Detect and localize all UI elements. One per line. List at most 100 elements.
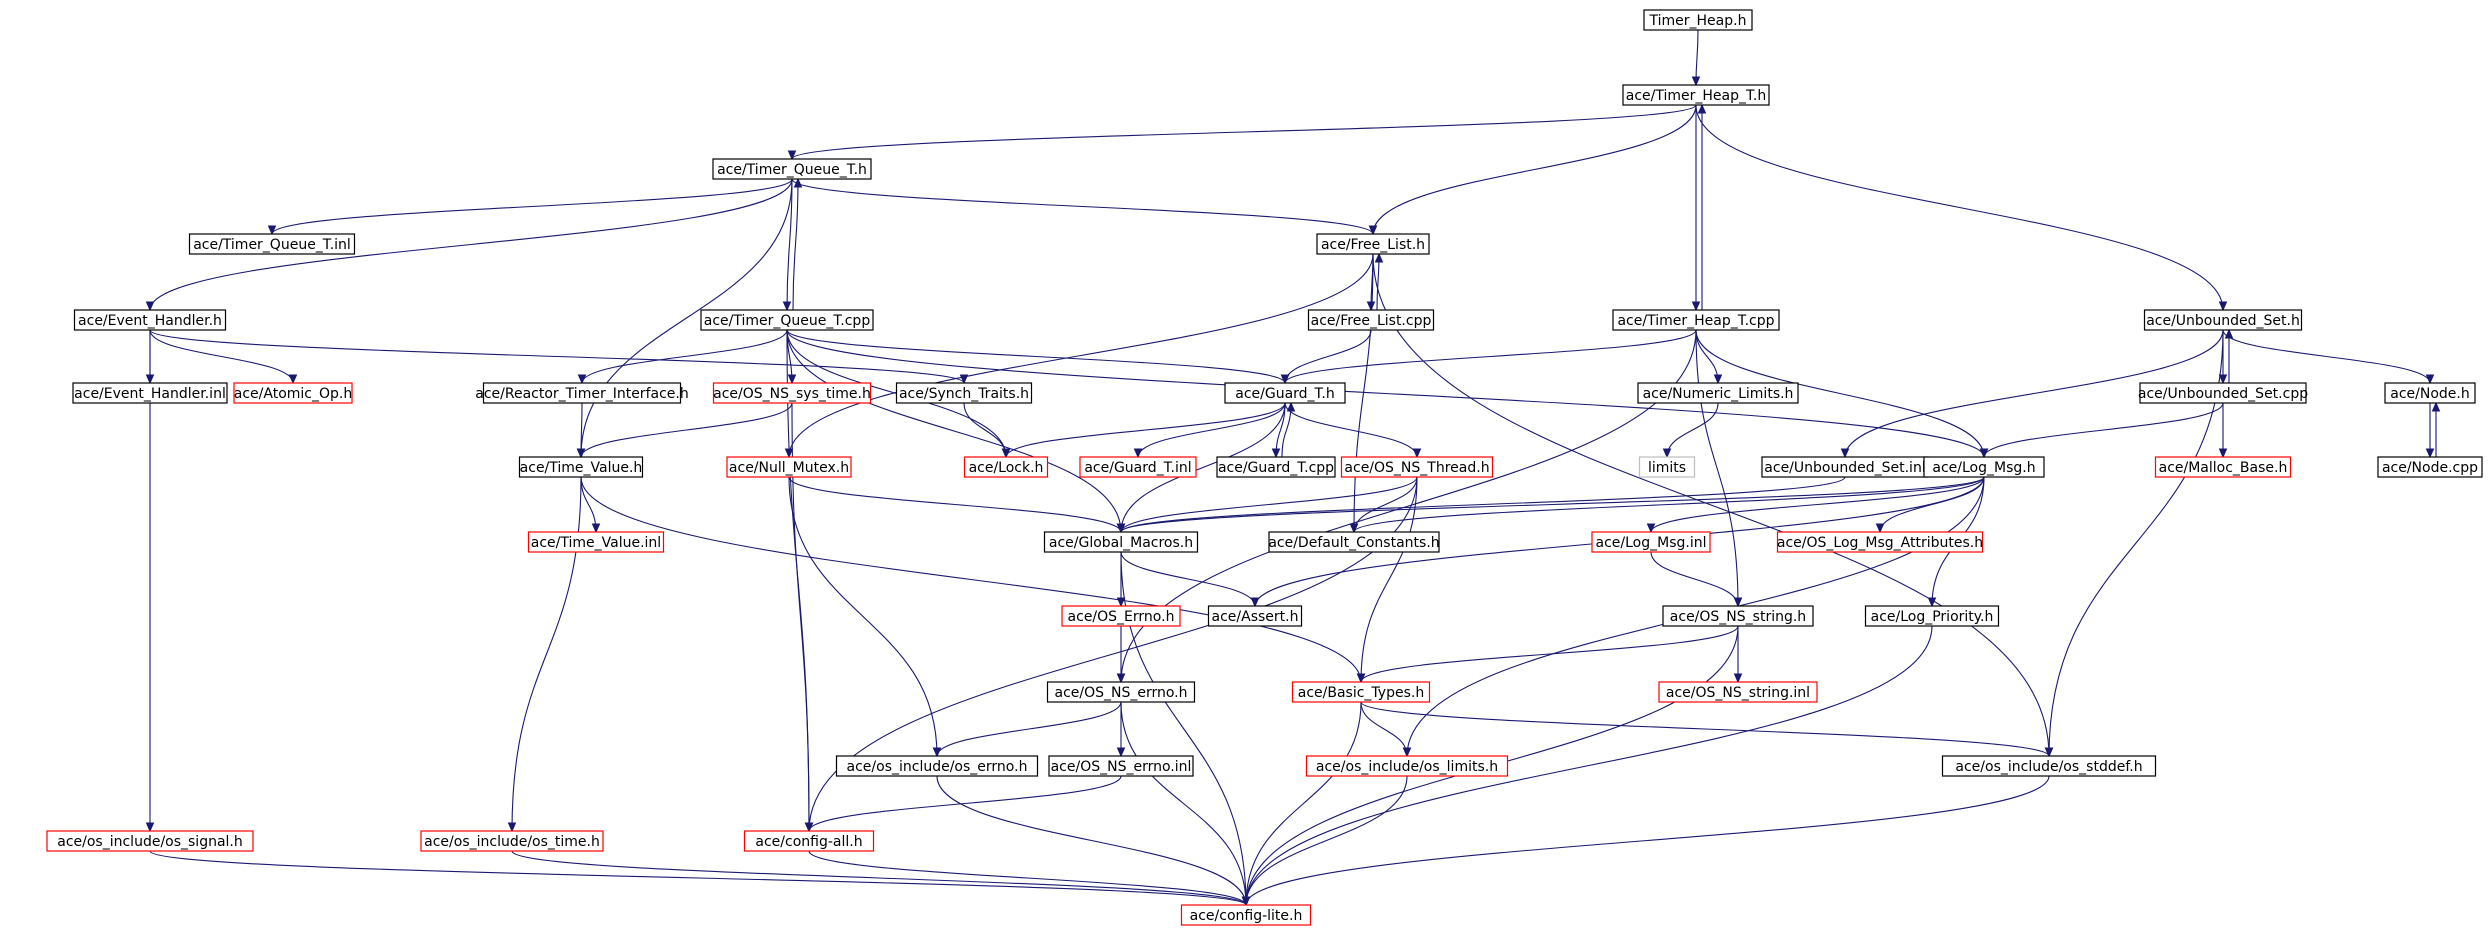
- graph-node-guard-t-cpp[interactable]: ace/Guard_T.cpp: [1216, 456, 1336, 478]
- graph-node-os-ns-string-h[interactable]: ace/OS_NS_string.h: [1662, 605, 1814, 627]
- edge-log-msg-h-to-os-log-msg-attributes-h: [1879, 476, 1985, 533]
- node-box: [1643, 9, 1753, 31]
- node-label: ace/Log_Msg.h: [1932, 460, 2035, 476]
- edge-arrowhead: [288, 374, 298, 385]
- edge-arrowhead: [1374, 252, 1384, 263]
- node-box: [1043, 531, 1199, 553]
- edge-guard-t-h-to-global-macros-h: [1120, 402, 1286, 533]
- graph-node-os-errno-h[interactable]: ace/OS_Errno.h: [1061, 605, 1181, 627]
- edge-log-msg-inl-to-os-ns-string-h: [1650, 551, 1739, 607]
- graph-node-timer-queue-t-cpp[interactable]: ace/Timer_Queue_T.cpp: [700, 309, 874, 331]
- node-label: ace/OS_NS_sys_time.h: [713, 386, 871, 402]
- node-label: ace/Malloc_Base.h: [2159, 460, 2288, 476]
- graph-node-os-ns-string-inl[interactable]: ace/OS_NS_string.inl: [1658, 681, 1818, 703]
- node-label: ace/Basic_Types.h: [1298, 685, 1424, 701]
- edge-timer-heap-t-h-to-free-list-h: [1372, 104, 1697, 235]
- graph-node-limits[interactable]: limits: [1638, 456, 1696, 478]
- graph-node-basic-types-h[interactable]: ace/Basic_Types.h: [1291, 681, 1431, 703]
- graph-node-free-list-cpp[interactable]: ace/Free_List.cpp: [1307, 309, 1435, 331]
- node-label: ace/Time_Value.inl: [531, 535, 661, 551]
- graph-node-os-ns-sys-time-h[interactable]: ace/OS_NS_sys_time.h: [712, 382, 872, 404]
- graph-node-log-msg-h[interactable]: ace/Log_Msg.h: [1923, 456, 2045, 478]
- graph-node-log-priority-h[interactable]: ace/Log_Priority.h: [1864, 605, 2000, 627]
- edge-arrowhead: [1646, 523, 1656, 534]
- graph-node-guard-t-inl[interactable]: ace/Guard_T.inl: [1079, 456, 1197, 478]
- graph-node-timer-heap-t-cpp[interactable]: ace/Timer_Heap_T.cpp: [1612, 309, 1780, 331]
- node-label: ace/Global_Macros.h: [1049, 535, 1193, 551]
- graph-node-null-mutex-h[interactable]: ace/Null_Mutex.h: [726, 456, 852, 478]
- node-label: ace/Synch_Traits.h: [899, 386, 1029, 402]
- graph-node-assert-h[interactable]: ace/Assert.h: [1207, 605, 1303, 627]
- graph-node-os-include-os-limits-h[interactable]: ace/os_include/os_limits.h: [1305, 755, 1509, 777]
- edge-arrowhead: [1697, 103, 1707, 114]
- edge-arrowhead: [1001, 448, 1011, 459]
- node-label: ace/Node.h: [2390, 386, 2469, 402]
- edge-os-ns-string-h-to-basic-types-h: [1360, 625, 1739, 683]
- edge-free-list-h-to-default-constants-h: [1353, 253, 1374, 533]
- node-box: [2143, 309, 2303, 331]
- graph-node-os-include-os-errno-h[interactable]: ace/os_include/os_errno.h: [835, 755, 1039, 777]
- graph-node-synch-traits-h[interactable]: ace/Synch_Traits.h: [895, 382, 1033, 404]
- graph-node-malloc-base-h[interactable]: ace/Malloc_Base.h: [2154, 456, 2292, 478]
- graph-node-atomic-op-h[interactable]: ace/Atomic_Op.h: [233, 382, 353, 404]
- node-label: ace/Default_Constants.h: [1268, 535, 1439, 551]
- graph-node-node-cpp[interactable]: ace/Node.cpp: [2377, 456, 2483, 478]
- graph-node-timer-heap-t-h[interactable]: ace/Timer_Heap_T.h: [1622, 84, 1770, 106]
- edge-guard-t-h-to-os-ns-thread-h: [1284, 402, 1418, 458]
- graph-node-os-include-os-stddef-h[interactable]: ace/os_include/os_stddef.h: [1941, 755, 2157, 777]
- node-label: ace/Guard_T.h: [1235, 386, 1335, 402]
- edge-arrowhead: [1250, 597, 1260, 608]
- edge-guard-t-h-to-lock-h: [1005, 402, 1286, 458]
- graph-node-unbounded-set-cpp[interactable]: ace/Unbounded_Set.cpp: [2138, 382, 2308, 404]
- edge-global-macros-h-to-assert-h: [1120, 551, 1256, 607]
- graph-node-timer-heap-h[interactable]: Timer_Heap.h: [1643, 9, 1753, 31]
- graph-node-config-all-h[interactable]: ace/config-all.h: [743, 830, 875, 852]
- node-box: [1662, 605, 1814, 627]
- graph-node-event-handler-inl[interactable]: ace/Event_Handler.inl: [72, 382, 228, 404]
- edge-timer-heap-t-cpp-to-os-ns-errno-h: [1120, 329, 1697, 683]
- graph-node-unbounded-set-inl[interactable]: ace/Unbounded_Set.inl: [1761, 456, 1929, 478]
- graph-node-free-list-h[interactable]: ace/Free_List.h: [1316, 233, 1430, 255]
- edge-null-mutex-h-to-global-macros-h: [788, 476, 1122, 533]
- graph-node-timer-queue-t-inl[interactable]: ace/Timer_Queue_T.inl: [188, 233, 356, 255]
- graph-node-os-log-msg-attributes-h[interactable]: ace/OS_Log_Msg_Attributes.h: [1777, 531, 1983, 553]
- graph-node-global-macros-h[interactable]: ace/Global_Macros.h: [1043, 531, 1199, 553]
- node-label: ace/Timer_Queue_T.inl: [193, 237, 351, 253]
- node-box: [1216, 456, 1336, 478]
- node-label: ace/Guard_T.inl: [1084, 460, 1191, 476]
- node-label: ace/os_include/os_signal.h: [57, 834, 243, 850]
- node-box: [1305, 755, 1509, 777]
- edge-os-ns-errno-h-to-config-lite-h: [1120, 701, 1247, 906]
- graph-node-time-value-h[interactable]: ace/Time_Value.h: [518, 456, 644, 478]
- graph-node-os-ns-thread-h[interactable]: ace/OS_NS_Thread.h: [1340, 456, 1494, 478]
- edge-arrowhead: [1412, 448, 1422, 459]
- graph-node-event-handler-h[interactable]: ace/Event_Handler.h: [73, 309, 227, 331]
- graph-node-log-msg-inl[interactable]: ace/Log_Msg.inl: [1591, 531, 1711, 553]
- node-label: ace/Reactor_Timer_Interface.h: [475, 386, 688, 402]
- edge-arrowhead: [576, 448, 586, 459]
- graph-node-default-constants-h[interactable]: ace/Default_Constants.h: [1268, 531, 1440, 553]
- graph-node-lock-h[interactable]: ace/Lock.h: [963, 456, 1049, 478]
- graph-node-os-include-os-signal-h[interactable]: ace/os_include/os_signal.h: [46, 830, 254, 852]
- graph-node-os-include-os-time-h[interactable]: ace/os_include/os_time.h: [420, 830, 604, 852]
- node-box: [2139, 382, 2307, 404]
- node-label: ace/Lock.h: [969, 460, 1044, 476]
- node-box: [700, 309, 874, 331]
- node-label: ace/config-lite.h: [1190, 908, 1303, 924]
- graph-node-time-value-inl[interactable]: ace/Time_Value.inl: [527, 531, 665, 553]
- node-box: [1612, 309, 1780, 331]
- graph-node-os-ns-errno-h[interactable]: ace/OS_NS_errno.h: [1046, 681, 1196, 703]
- node-box: [1046, 681, 1196, 703]
- node-label: ace/Null_Mutex.h: [729, 460, 849, 476]
- edge-layer: [145, 29, 2441, 907]
- graph-node-timer-queue-t-h[interactable]: ace/Timer_Queue_T.h: [712, 158, 872, 180]
- graph-node-reactor-timer-interface-h[interactable]: ace/Reactor_Timer_Interface.h: [475, 382, 689, 404]
- node-label: ace/Log_Msg.inl: [1596, 535, 1707, 551]
- graph-node-numeric-limits-h[interactable]: ace/Numeric_Limits.h: [1637, 382, 1799, 404]
- graph-node-unbounded-set-h[interactable]: ace/Unbounded_Set.h: [2143, 309, 2303, 331]
- graph-node-config-lite-h[interactable]: ace/config-lite.h: [1180, 904, 1312, 926]
- graph-node-node-h[interactable]: ace/Node.h: [2384, 382, 2476, 404]
- graph-node-os-ns-errno-inl[interactable]: ace/OS_NS_errno.inl: [1048, 755, 1194, 777]
- node-label: limits: [1648, 460, 1686, 476]
- graph-node-guard-t-h[interactable]: ace/Guard_T.h: [1224, 382, 1346, 404]
